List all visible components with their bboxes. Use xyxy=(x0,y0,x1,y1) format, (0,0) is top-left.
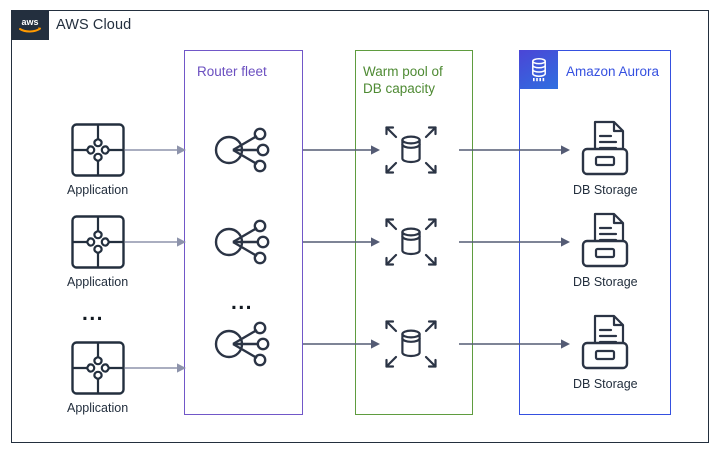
node-db-storage-3[interactable]: DB Storage xyxy=(573,312,638,391)
db-storage-icon xyxy=(582,212,629,268)
node-router-2[interactable] xyxy=(213,216,273,268)
aurora-database-icon xyxy=(519,50,558,89)
group-label-amazon-aurora: Amazon Aurora xyxy=(566,64,660,79)
router-node-icon xyxy=(214,219,270,265)
node-warm-pool-db-2[interactable] xyxy=(383,216,439,268)
node-db-storage-2[interactable]: DB Storage xyxy=(573,210,638,289)
node-label-db-storage-3: DB Storage xyxy=(573,377,638,391)
node-application-2[interactable]: Application xyxy=(67,214,128,289)
page-title: AWS Cloud xyxy=(56,17,132,33)
node-router-1[interactable] xyxy=(213,124,273,176)
scalable-database-icon xyxy=(385,320,437,368)
puzzle-application-icon xyxy=(70,215,125,269)
group-box-warm-pool xyxy=(355,50,473,415)
group-label-router-fleet: Router fleet xyxy=(197,64,267,79)
node-label-db-storage-1: DB Storage xyxy=(573,183,638,197)
group-label-warm-pool: Warm pool of DB capacity xyxy=(363,64,443,96)
application-ellipsis: ... xyxy=(82,302,105,325)
group-box-amazon-aurora xyxy=(519,50,671,415)
scalable-database-icon xyxy=(385,218,437,266)
node-warm-pool-db-1[interactable] xyxy=(383,124,439,176)
puzzle-application-icon xyxy=(70,123,125,177)
puzzle-application-icon xyxy=(70,341,125,395)
db-storage-icon xyxy=(582,120,629,176)
node-label-application-3: Application xyxy=(67,401,129,415)
node-router-3[interactable] xyxy=(213,318,273,370)
node-application-1[interactable]: Application xyxy=(67,122,128,197)
scalable-database-icon xyxy=(385,126,437,174)
router-node-icon xyxy=(214,321,270,367)
router-ellipsis: ... xyxy=(231,291,254,314)
aws-cloud-boundary xyxy=(11,10,709,443)
aws-logo-icon: aws xyxy=(11,10,49,40)
node-label-db-storage-2: DB Storage xyxy=(573,275,638,289)
node-application-3[interactable]: Application xyxy=(67,340,128,415)
node-label-application-2: Application xyxy=(67,275,129,289)
node-db-storage-1[interactable]: DB Storage xyxy=(573,118,638,197)
router-node-icon xyxy=(214,127,270,173)
node-label-application-1: Application xyxy=(67,183,129,197)
node-warm-pool-db-3[interactable] xyxy=(383,318,439,370)
db-storage-icon xyxy=(582,314,629,370)
group-box-router-fleet xyxy=(184,50,303,415)
svg-text:aws: aws xyxy=(21,17,38,27)
